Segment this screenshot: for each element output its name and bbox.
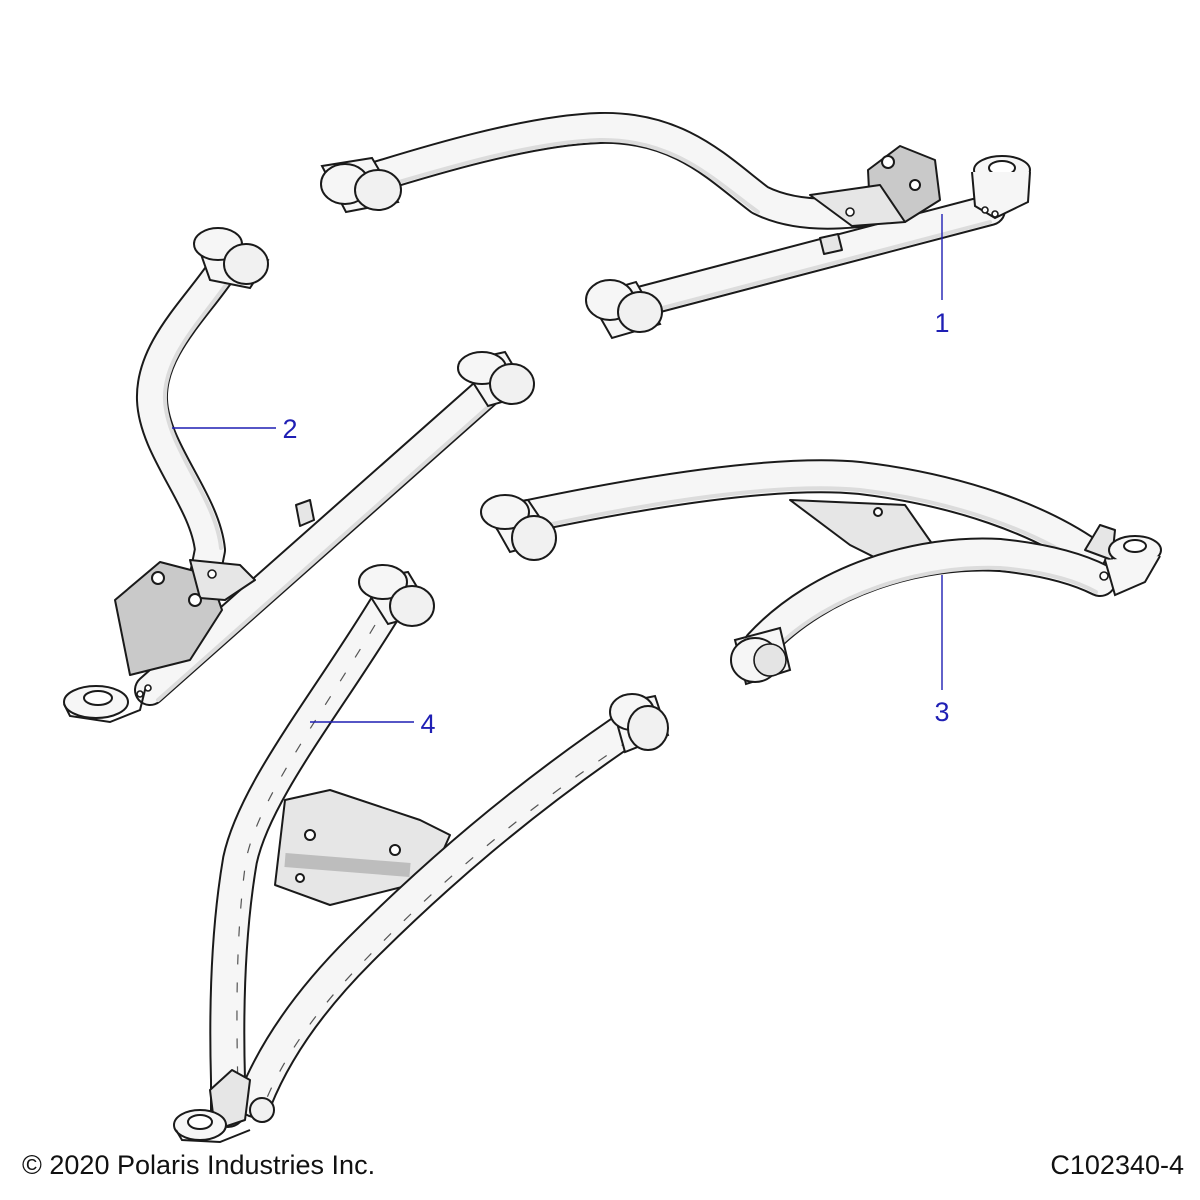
callout-3: 3: [934, 575, 950, 727]
callout-4: 4: [310, 709, 436, 739]
callout-4-label: 4: [420, 709, 435, 739]
part-1-upper-a-arm: [320, 111, 1031, 340]
callout-1: 1: [934, 214, 950, 338]
callout-2: 2: [172, 414, 298, 444]
callout-2-label: 2: [282, 414, 297, 444]
part-3-lower-a-arm: [480, 459, 1162, 686]
part-2-upper-a-arm: [63, 227, 535, 724]
copyright-notice: © 2020 Polaris Industries Inc.: [22, 1150, 376, 1180]
drawing-number: C102340-4: [1050, 1150, 1184, 1180]
callout-1-label: 1: [934, 308, 949, 338]
callout-3-label: 3: [934, 697, 949, 727]
part-4-lower-a-arm: [173, 564, 670, 1144]
